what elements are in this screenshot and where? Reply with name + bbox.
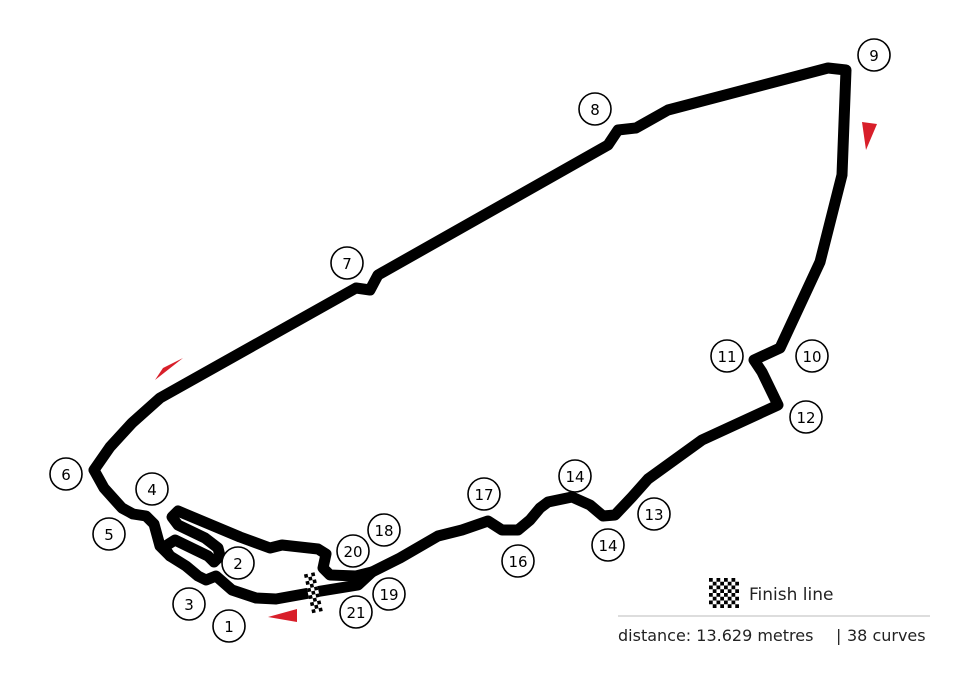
- curve-marker-circle: [372, 577, 406, 611]
- curve-marker-label: 12: [796, 409, 815, 427]
- curve-marker-circle: [578, 92, 612, 126]
- legend-finish-line-label: Finish line: [749, 585, 833, 605]
- curve-marker-circle: [789, 400, 823, 434]
- curve-marker: 12: [789, 400, 823, 434]
- curve-marker-circle: [172, 587, 206, 621]
- distance-text: distance: 13.629 metres: [618, 626, 813, 645]
- curve-marker: 13: [637, 497, 671, 531]
- direction-arrow-icon: [155, 358, 183, 380]
- curve-marker-circle: [92, 517, 126, 551]
- curves-count-text: 38 curves: [847, 626, 926, 645]
- curve-marker-label: 5: [104, 526, 114, 544]
- curve-marker: 21: [339, 595, 373, 629]
- checkered-flag-icon: [709, 578, 739, 608]
- curve-marker-circle: [336, 534, 370, 568]
- curve-marker: 11: [710, 339, 744, 373]
- curve-marker-circle: [221, 546, 255, 580]
- curve-marker-circle: [135, 472, 169, 506]
- finish-line-flag: [303, 572, 323, 614]
- curve-marker-label: 4: [147, 481, 157, 499]
- curve-marker: 16: [501, 544, 535, 578]
- curve-marker: 1: [212, 609, 246, 643]
- curve-marker-circle: [212, 609, 246, 643]
- curve-marker-label: 11: [717, 348, 736, 366]
- curve-marker-circle: [330, 246, 364, 280]
- curve-marker-circle: [857, 38, 891, 72]
- curve-marker-circle: [339, 595, 373, 629]
- curve-marker-label: 16: [508, 553, 527, 571]
- curve-marker: 7: [330, 246, 364, 280]
- curve-marker: 20: [336, 534, 370, 568]
- curve-marker-label: 21: [346, 604, 365, 622]
- curve-marker-label: 18: [374, 522, 393, 540]
- curve-marker-label: 1: [224, 618, 234, 636]
- curve-marker: 8: [578, 92, 612, 126]
- curve-marker-label: 13: [644, 506, 663, 524]
- info-separator: |: [836, 626, 841, 645]
- curve-marker-label: 19: [379, 586, 398, 604]
- track-infield-section: [158, 505, 378, 582]
- curve-marker-circle: [637, 497, 671, 531]
- direction-arrow-icon: [862, 122, 877, 150]
- curve-marker-label: 6: [61, 466, 71, 484]
- curve-marker-label: 3: [184, 596, 194, 614]
- curve-marker-label: 8: [590, 101, 600, 119]
- curve-marker-label: 9: [869, 47, 879, 65]
- curve-marker-circle: [710, 339, 744, 373]
- curve-marker: 4: [135, 472, 169, 506]
- curve-marker-circle: [367, 513, 401, 547]
- curve-marker-circle: [558, 459, 592, 493]
- curve-marker: 14: [591, 528, 625, 562]
- curve-marker-label: 17: [474, 486, 493, 504]
- curve-marker-label: 2: [233, 555, 243, 573]
- curve-marker: 9: [857, 38, 891, 72]
- curve-marker-label: 20: [343, 543, 362, 561]
- curve-marker-circle: [591, 528, 625, 562]
- curve-marker: 3: [172, 587, 206, 621]
- curve-marker: 17: [467, 477, 501, 511]
- curve-marker: 14: [558, 459, 592, 493]
- curve-marker-label: 14: [565, 468, 584, 486]
- curve-marker-circle: [467, 477, 501, 511]
- curve-marker-circle: [49, 457, 83, 491]
- legend: Finish line: [709, 578, 833, 608]
- curve-marker-circle: [795, 339, 829, 373]
- curve-marker: 2: [221, 546, 255, 580]
- curve-marker-circle: [501, 544, 535, 578]
- curve-marker-label: 14: [598, 537, 617, 555]
- curve-marker: 5: [92, 517, 126, 551]
- curve-marker: 10: [795, 339, 829, 373]
- curve-marker: 19: [372, 577, 406, 611]
- curve-marker-label: 10: [802, 348, 821, 366]
- direction-arrow-icon: [268, 609, 297, 622]
- curve-marker-label: 7: [342, 255, 352, 273]
- curve-marker: 6: [49, 457, 83, 491]
- curve-marker: 18: [367, 513, 401, 547]
